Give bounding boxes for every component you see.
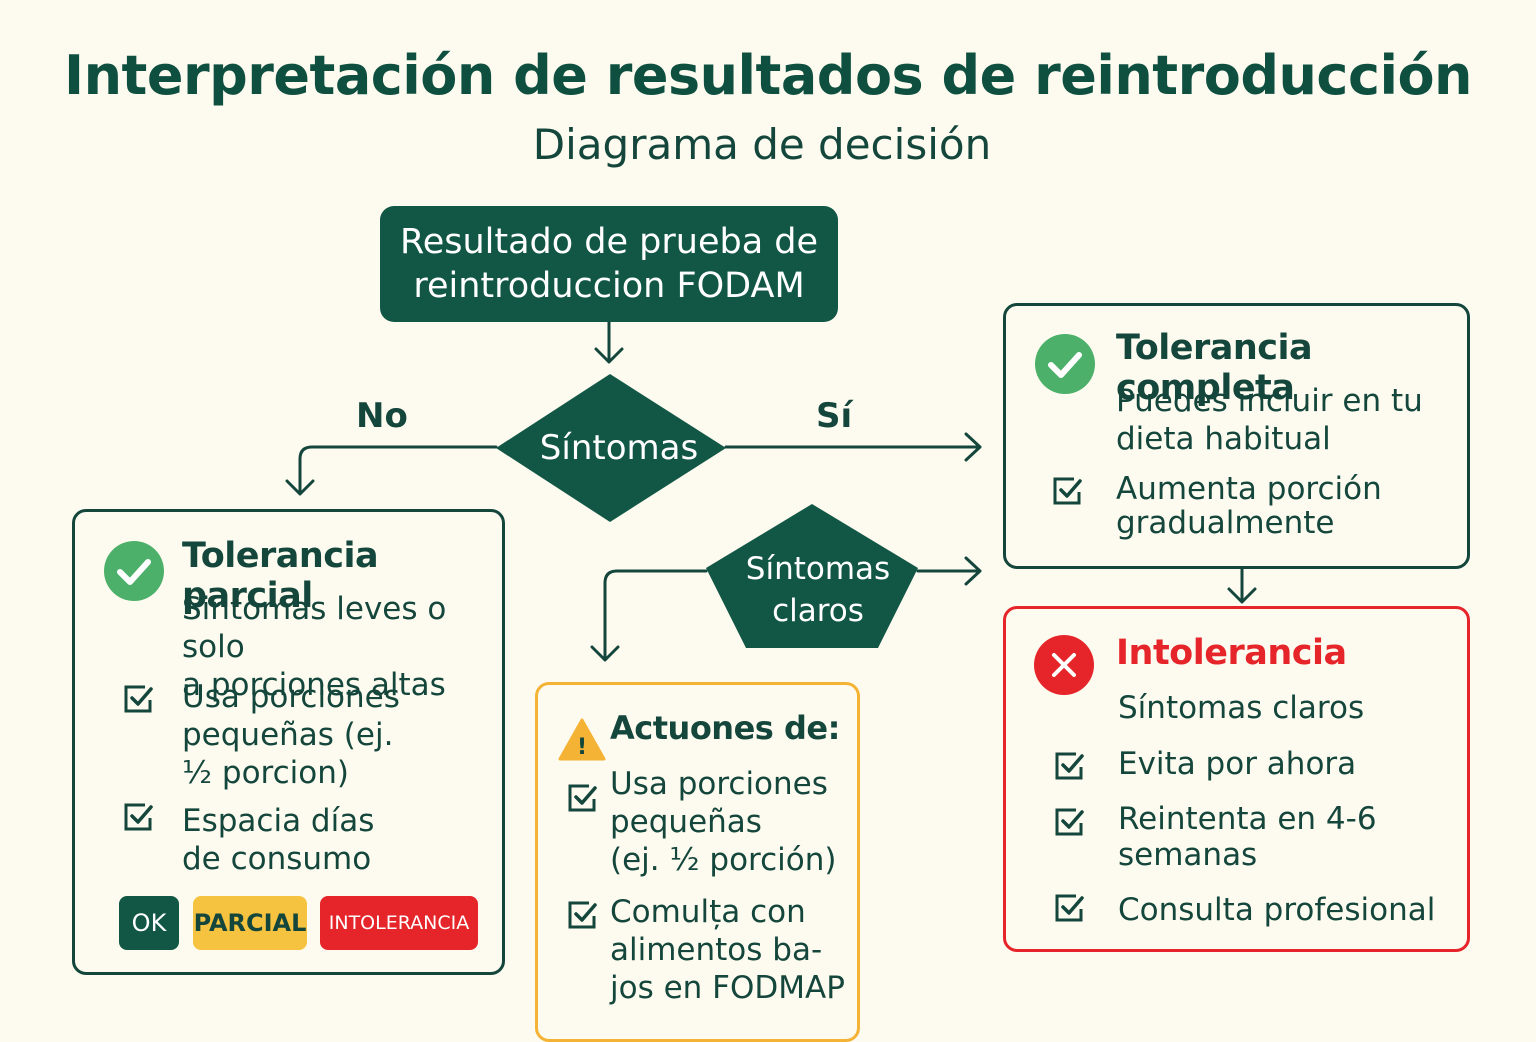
card-item-line2: de consumo xyxy=(182,841,372,877)
card-item-line3: ½ porcion) xyxy=(182,755,349,791)
card-description: Sintomas leves o solo a porciones altas xyxy=(182,590,502,704)
check-circle-icon xyxy=(1035,334,1095,394)
arrow-pentagon-right xyxy=(916,556,982,586)
start-node-line1: Resultado de prueba de xyxy=(399,222,819,262)
card-tolerancia-completa: Tolerancia completa Puedes incluir en tu… xyxy=(1003,303,1470,569)
card-intolerancia: Intolerancia Síntomas claros Evita por a… xyxy=(1003,606,1470,952)
arrow-complete-to-intolerance xyxy=(1227,567,1257,604)
card-item-line3: (ej. ½ porción) xyxy=(610,842,837,878)
edge-label-yes: Sí xyxy=(816,396,853,436)
decision-clear-symptoms-line1: Síntomas xyxy=(745,551,891,587)
card-title: Tolerancia completa xyxy=(1116,328,1313,408)
warning-glyph: ! xyxy=(577,735,587,760)
checkbox-icon xyxy=(1055,752,1084,780)
card-item: Comulța con alimentos ba- jos en FODMAP xyxy=(610,893,845,1007)
card-item-line1: Aumenta porción xyxy=(1116,471,1382,507)
card-item-line2: gradualmente xyxy=(1116,505,1335,541)
decision-pentagon-shape xyxy=(706,504,918,648)
card-description-line1: Sintomas leves o solo xyxy=(182,591,447,665)
checkbox-icon xyxy=(1053,477,1082,505)
checkbox-icon xyxy=(1055,808,1084,836)
card-item-line2: pequeñas xyxy=(610,804,762,840)
card-description: Puedes incluir en tu dieta habitual xyxy=(1116,382,1423,458)
page-title: Interpretación de resultados de reintrod… xyxy=(64,44,1473,107)
checkbox-icon xyxy=(124,685,153,713)
card-item: Evita por ahora xyxy=(1118,746,1357,782)
card-item: Usa porciones pequeñas (ej. ½ porcion) xyxy=(182,678,400,792)
card-tolerancia-parcial: Tolerancia parcial Sintomas leves o solo… xyxy=(72,509,505,975)
card-item-line1: Comulța con xyxy=(610,894,806,930)
card-title: Tolerancia parcial xyxy=(182,536,379,616)
card-item-line3: jos en FODMAP xyxy=(610,970,845,1006)
badge-intolerancia: INTOLERANCIA xyxy=(320,896,478,950)
card-item: Aumenta porción gradualmente xyxy=(1116,472,1382,540)
card-item-line1: Usa porciones xyxy=(182,679,400,715)
card-item: Usa porciones pequeñas (ej. ½ porción) xyxy=(610,765,836,879)
checkbox-icon xyxy=(568,901,597,929)
card-description-line1: Puedes incluir en tu xyxy=(1116,383,1423,419)
card-item: Reintenta en 4-6 semanas xyxy=(1118,801,1377,873)
badge-ok: OK xyxy=(119,896,179,950)
card-item-line1: Espacia días xyxy=(182,803,375,839)
card-item: Espacia días de consumo xyxy=(182,802,374,878)
arrow-pentagon-left xyxy=(590,569,708,662)
edge-label-no: No xyxy=(356,396,408,436)
card-title: Actuones de: xyxy=(610,709,840,747)
checkbox-icon xyxy=(1055,894,1084,922)
arrow-start-to-decision xyxy=(594,320,624,364)
check-circle-icon xyxy=(104,541,164,601)
checkbox-icon xyxy=(568,784,597,812)
card-item-line2: alimentos ba- xyxy=(610,932,823,968)
decision-diamond-shape xyxy=(496,374,726,522)
warning-icon: ! xyxy=(558,718,606,761)
arrow-yes-branch xyxy=(724,432,982,462)
decision-clear-symptoms-label: Síntomas claros xyxy=(704,548,932,632)
card-item-line2: pequeñas (ej. xyxy=(182,717,394,753)
start-node: Resultado de prueba de reintroduccion FO… xyxy=(380,206,838,322)
badge-parcial: PARCIAL xyxy=(193,896,307,950)
decision-clear-symptoms-line2: claros xyxy=(772,593,864,629)
card-item: Consulta profesional xyxy=(1118,892,1436,928)
card-description-line2: a porciones altas xyxy=(182,667,446,703)
card-title: Intolerancia xyxy=(1116,633,1347,673)
card-description: Síntomas claros xyxy=(1118,690,1365,726)
decision-symptoms-label: Síntomas xyxy=(539,428,699,468)
error-x-icon xyxy=(1034,635,1094,695)
card-item-line2: semanas xyxy=(1118,837,1258,873)
card-description-line2: dieta habitual xyxy=(1116,421,1331,457)
arrow-no-branch xyxy=(285,445,498,496)
card-actuones: ! Actuones de: Usa porciones pequeñas (e… xyxy=(535,682,860,1042)
page-subtitle: Diagrama de decisión xyxy=(532,120,992,169)
checkbox-icon xyxy=(124,803,153,831)
card-item-line1: Usa porciones xyxy=(610,766,828,802)
start-node-line2: reintroduccion FODAM xyxy=(413,266,805,306)
card-item-line1: Reintenta en 4-6 xyxy=(1118,801,1377,837)
